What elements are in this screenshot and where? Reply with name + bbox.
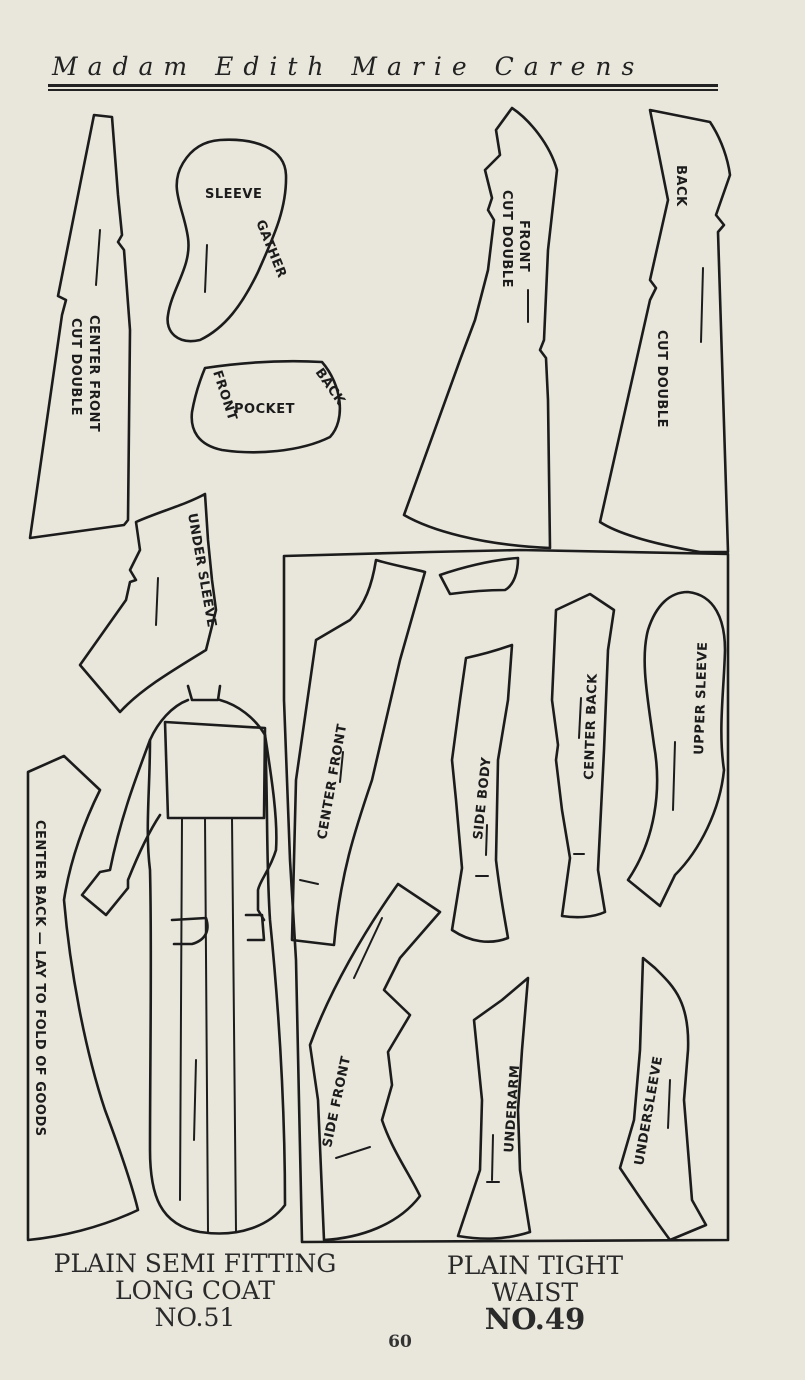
label-center-back-coat: CENTER BACK — LAY TO FOLD OF GOODS [32, 820, 47, 1137]
label-back: BACK [673, 165, 688, 207]
caption-left-line2: LONG COAT [115, 1276, 275, 1305]
pattern-piece-back: BACK CUT DOUBLE [598, 108, 732, 554]
header-rule-thin [48, 89, 718, 91]
caption-long-coat: PLAIN SEMI FITTING LONG COAT NO.51 [20, 1250, 370, 1331]
pattern-piece-under-sleeve: UNDER SLEEVE [78, 492, 219, 714]
caption-tight-waist: PLAIN TIGHT WAIST NO.49 [405, 1251, 665, 1336]
caption-right-line1: PLAIN TIGHT [446, 1251, 624, 1280]
pattern-piece-pocket: POCKET FRONT BACK [190, 359, 348, 454]
label-upper-sleeve: UPPER SLEEVE [692, 641, 711, 755]
pattern-piece-underarm: UNDERARM [456, 976, 532, 1240]
label-front: FRONT [516, 220, 531, 272]
pattern-piece-center-front-coat: CENTER FRONT CUT DOUBLE [28, 113, 132, 540]
pattern-piece-center-back-coat: CENTER BACK — LAY TO FOLD OF GOODS [26, 754, 140, 1242]
label-center-front-coat-cut: CUT DOUBLE [68, 318, 83, 416]
coat-back-illustration [80, 684, 287, 1235]
label-underarm: UNDERARM [502, 1064, 523, 1153]
label-sleeve: SLEEVE [205, 187, 262, 202]
header-rule [48, 84, 718, 87]
page-header-title: Madam Edith Marie Carens [52, 52, 645, 81]
label-back-cut: CUT DOUBLE [654, 330, 669, 428]
label-front-cut: CUT DOUBLE [499, 190, 514, 288]
caption-left-line1: PLAIN SEMI FITTING [53, 1249, 337, 1278]
pattern-piece-upper-sleeve: UPPER SLEEVE [626, 590, 727, 908]
page-number: 60 [388, 1332, 412, 1352]
waist-pattern-box [282, 548, 730, 1244]
label-center-front-waist: CENTER FRONT [315, 723, 350, 841]
pattern-piece-sleeve: SLEEVE GATHER [166, 138, 289, 343]
caption-right-line3: NO.49 [484, 1302, 586, 1336]
pattern-piece-front: FRONT CUT DOUBLE [402, 106, 559, 550]
pattern-piece-center-back-waist: CENTER BACK [550, 592, 616, 919]
pattern-piece-side-front: SIDE FRONT [308, 882, 442, 1242]
pattern-piece-band [438, 556, 520, 596]
label-pocket-front: FRONT [209, 369, 239, 423]
label-center-front-coat: CENTER FRONT [86, 315, 101, 432]
label-under-sleeve: UNDER SLEEVE [184, 512, 219, 629]
pattern-piece-undersleeve: UNDERSLEEVE [618, 956, 708, 1242]
label-center-back-waist: CENTER BACK [582, 673, 601, 781]
pattern-piece-side-body: SIDE BODY [450, 643, 514, 944]
caption-right-line2: WAIST [491, 1278, 579, 1307]
label-side-body: SIDE BODY [471, 756, 495, 840]
label-pocket: POCKET [234, 402, 295, 417]
caption-left-line3: NO.51 [154, 1303, 236, 1332]
label-side-front: SIDE FRONT [320, 1055, 354, 1149]
